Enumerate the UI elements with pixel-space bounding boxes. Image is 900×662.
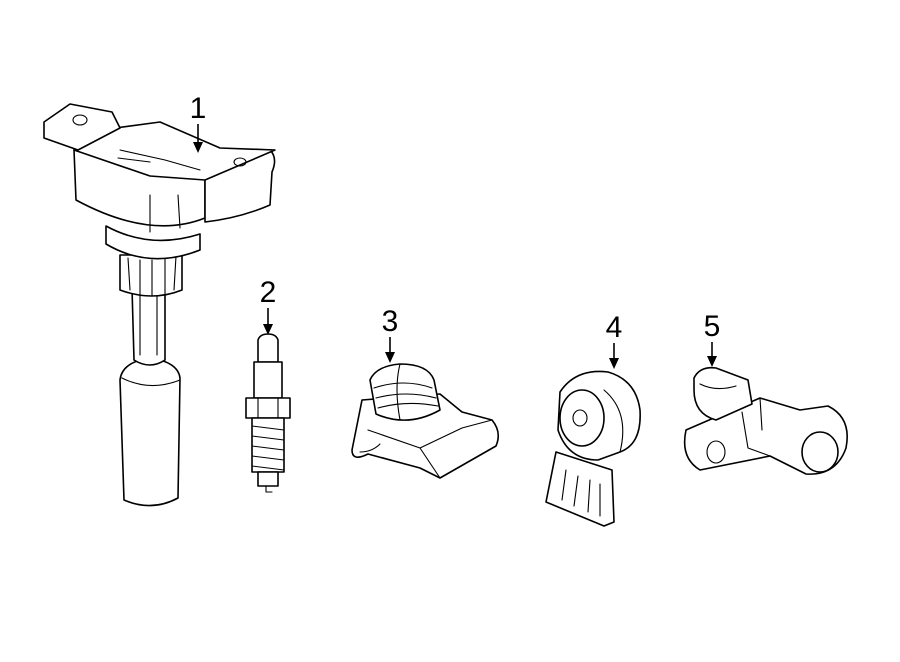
callout-label: 1 [190,92,207,125]
callout-label: 2 [260,276,277,309]
callout-label: 3 [382,305,399,338]
callout-4: 4 [606,311,623,369]
callout-5: 5 [704,310,721,367]
spark-plug-icon [245,333,291,493]
knock-sensor-icon [545,370,641,527]
callout-1: 1 [190,92,207,153]
callout-3: 3 [382,305,399,363]
crankshaft-position-sensor-icon [683,366,848,475]
callout-label: 5 [704,310,721,343]
callout-label: 4 [606,311,623,344]
camshaft-position-sensor-icon [351,363,500,479]
ignition-coil-icon [43,103,276,507]
callout-2: 2 [260,276,277,335]
